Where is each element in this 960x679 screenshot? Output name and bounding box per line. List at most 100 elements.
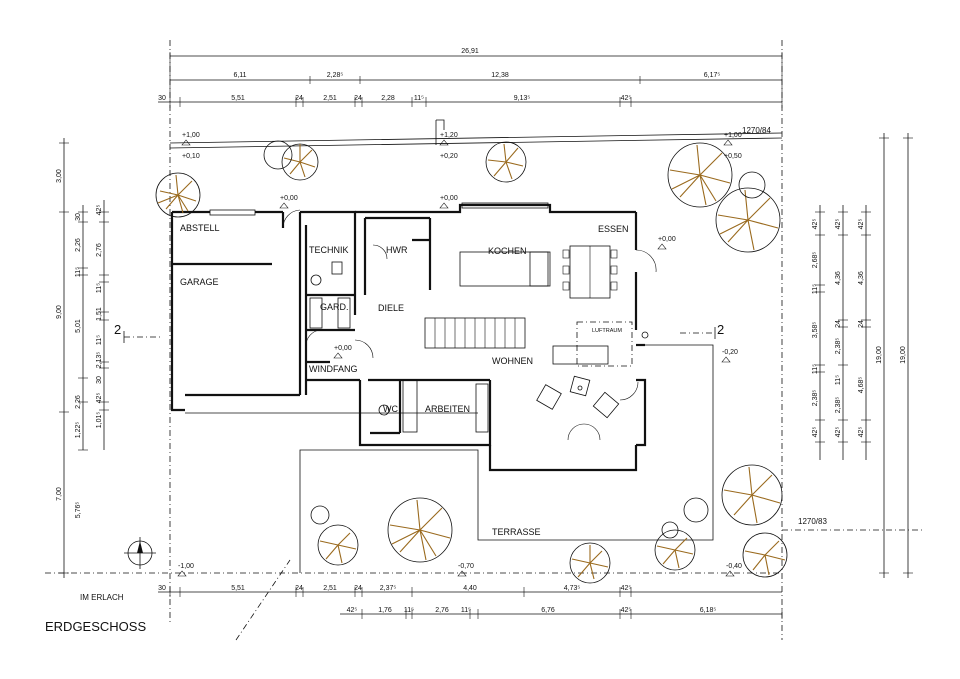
- dim-bottom-2-8: 6,18⁵: [700, 607, 717, 614]
- level-marker: +0,20: [440, 153, 458, 160]
- north-arrow-icon: [124, 537, 156, 569]
- dim-right-a-6: 2,38⁵: [812, 390, 819, 407]
- dim-right-a-5: 11⁵: [812, 364, 819, 374]
- dim-right-c-1: 42⁵: [858, 219, 865, 230]
- dim-top-2-9: 42⁵: [621, 95, 632, 102]
- dim-right-b-1: 42⁵: [835, 219, 842, 230]
- room-labels: ABSTELL GARAGE TECHNIK HWR GARD. DIELE W…: [180, 223, 629, 537]
- shrub: [738, 171, 766, 199]
- tree: [742, 532, 788, 578]
- property-lines: [45, 40, 925, 641]
- dim-bottom-1-7: 4,40: [463, 585, 477, 592]
- dim-right-a-1: 42⁵: [812, 219, 819, 230]
- tree: [387, 497, 453, 563]
- dim-right-b-6: 2,38⁵: [835, 397, 842, 414]
- plan-title: ERDGESCHOSS: [45, 619, 146, 634]
- dim-bottom-1-1: 30: [158, 585, 166, 592]
- dim-right-c-4: 4,68⁵: [858, 377, 865, 394]
- level-marker: +0,50: [724, 153, 742, 160]
- level-markers: +1,00 +0,10 +1,20 +0,20 +1,00 +0,50 +0,0…: [177, 132, 742, 577]
- room-diele: DIELE: [378, 303, 404, 313]
- dim-top-2-4: 2,51: [323, 95, 337, 102]
- dim-bottom-1-9: 42⁵: [621, 585, 632, 592]
- dim-left-inner-5: 1,22⁵: [75, 422, 82, 439]
- shrub: [310, 505, 330, 525]
- level-marker: +1,00: [724, 132, 742, 139]
- section-marks: 2 2: [114, 119, 724, 343]
- dim-left-inner-2: 2,26: [75, 238, 82, 252]
- dim-top-2-8: 9,13⁵: [514, 95, 531, 102]
- room-abstell: ABSTELL: [180, 223, 220, 233]
- dim-top-2-1: 30: [158, 95, 166, 102]
- room-windfang: WINDFANG: [309, 364, 358, 374]
- dim-right-a-4: 3,58⁵: [812, 322, 819, 339]
- dim-bottom-2-2: 1,76: [378, 607, 392, 614]
- dim-left-inner-1: 30: [75, 213, 82, 221]
- dim-left-outer-2: 9,00: [56, 305, 63, 319]
- tree: [155, 172, 201, 218]
- room-kochen: KOCHEN: [488, 246, 527, 256]
- dim-right-a-7: 42⁵: [812, 427, 819, 438]
- left-dimensions: 3,00 9,00 7,00 30 2,26 11⁵ 5,01 1,22⁵ 2,…: [56, 138, 109, 578]
- dim-top-1-1: 6,11: [233, 72, 246, 79]
- dim-right-b-4: 2,38⁵: [835, 338, 842, 355]
- building-walls: [170, 202, 714, 573]
- parcel-label-north: 1270/84: [742, 126, 771, 135]
- dim-bottom-2-5: 11⁵: [461, 607, 471, 614]
- tree: [715, 187, 781, 253]
- dim-right-b-5: 11⁵: [835, 375, 842, 385]
- shrub: [263, 140, 293, 170]
- dim-bottom-2-7: 42⁵: [621, 607, 632, 614]
- dim-bottom-1-4: 2,51: [323, 585, 337, 592]
- dim-left-outer-1: 3,00: [56, 169, 63, 183]
- room-technik: TECHNIK: [309, 245, 349, 255]
- room-arbeiten: ARBEITEN: [425, 404, 470, 414]
- level-marker: +0,10: [182, 153, 200, 160]
- level-marker: -0,40: [726, 563, 742, 570]
- level-marker: -1,00: [178, 563, 194, 570]
- area-terrasse: TERRASSE: [492, 527, 541, 537]
- level-marker: +1,00: [182, 132, 200, 139]
- tree: [317, 524, 359, 566]
- dim-top-1-3: 12,38: [491, 72, 509, 79]
- level-marker: +0,00: [280, 195, 298, 202]
- tree: [667, 142, 733, 208]
- right-dimensions: 19,00 19,00 42⁵ 2,68⁵ 11⁵ 3,58⁵ 11⁵ 2,38…: [812, 133, 913, 578]
- dim-bottom-1-2: 5,51: [231, 585, 245, 592]
- tree: [569, 542, 611, 584]
- dim-top-2-6: 2,28: [381, 95, 395, 102]
- dim-bottom-1-3: 24: [295, 585, 303, 592]
- section-mark-left: 2: [114, 322, 121, 337]
- dim-left-inner2-3: 11⁵: [96, 283, 103, 293]
- dim-right-b-2: 4,36: [835, 271, 842, 285]
- level-marker: +0,00: [440, 195, 458, 202]
- top-dimensions: 26,91 6,11 2,28⁵ 12,38 6,17⁵ 30 5,51 24 …: [158, 48, 783, 108]
- dim-left-inner2-7: 30: [96, 376, 103, 384]
- dim-total-width: 26,91: [461, 48, 479, 55]
- room-gard: GARD.: [320, 302, 349, 312]
- dim-bottom-1-6: 2,37⁵: [380, 585, 397, 592]
- dim-left-inner2-5: 11⁵: [96, 335, 103, 345]
- dim-bottom-2-3: 11⁵: [404, 607, 414, 614]
- level-marker: +0,00: [658, 236, 676, 243]
- room-garage: GARAGE: [180, 277, 219, 287]
- dim-right-c-3: 24: [858, 320, 865, 328]
- tree: [281, 143, 319, 181]
- dim-bottom-2-4: 2,76: [435, 607, 449, 614]
- dim-left-inner2-1: 42⁵: [96, 205, 103, 216]
- dim-left-inner-4: 5,01: [75, 319, 82, 333]
- dim-top-2-3: 24: [295, 95, 303, 102]
- dim-right-b-3: 24: [835, 320, 842, 328]
- dim-right-c-2: 4,36: [858, 271, 865, 285]
- dim-right-a-2: 2,68⁵: [812, 252, 819, 269]
- tree: [654, 529, 696, 571]
- room-wc: WC: [383, 404, 398, 414]
- level-marker: +1,20: [440, 132, 458, 139]
- dim-top-1-2: 2,28⁵: [327, 72, 344, 79]
- level-marker: -0,20: [722, 349, 738, 356]
- dim-left-inner2-8: 42⁵: [96, 393, 103, 404]
- room-wohnen: WOHNEN: [492, 356, 533, 366]
- dim-left-inner-3: 11⁵: [75, 267, 82, 277]
- dim-top-2-7: 11⁵: [414, 95, 424, 102]
